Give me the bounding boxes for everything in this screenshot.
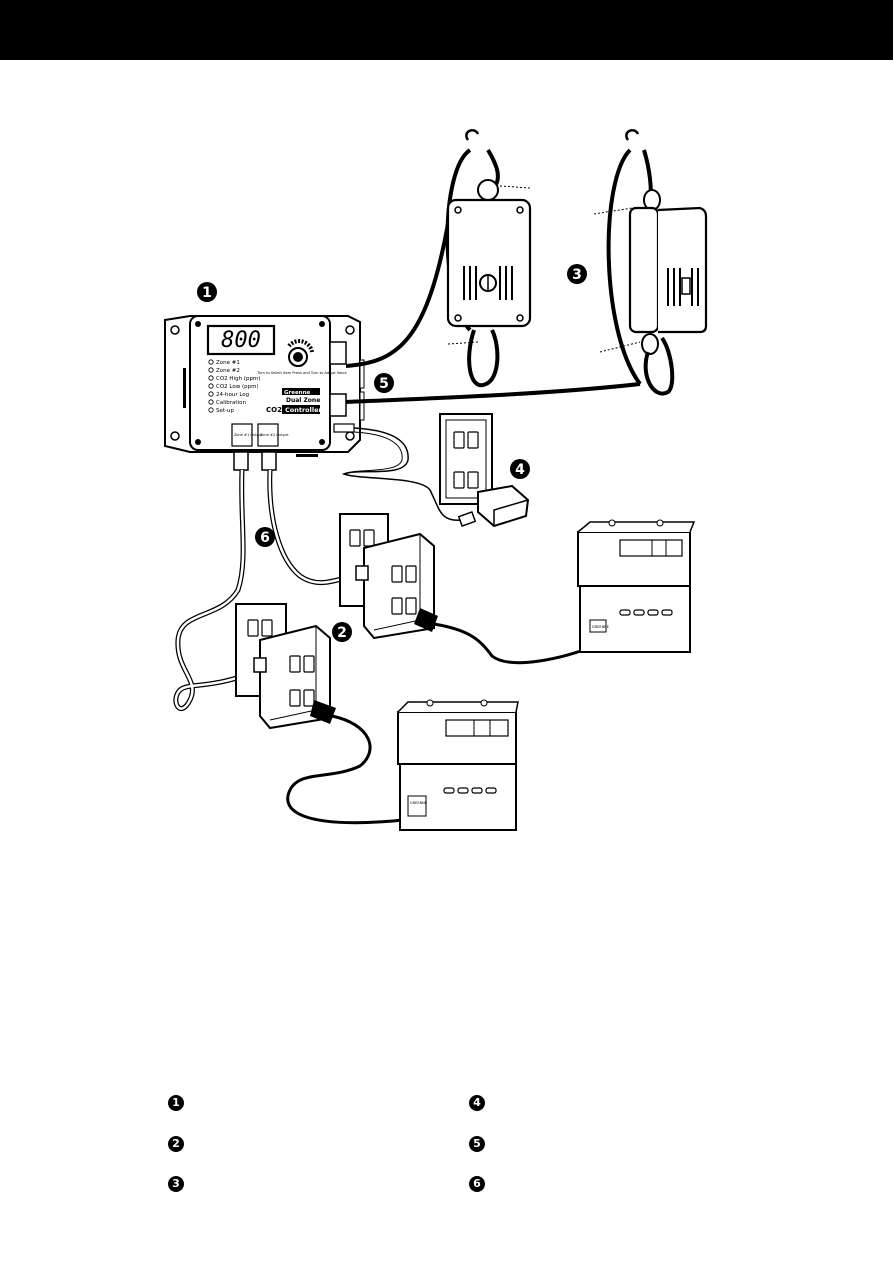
zone-1-output-label: Zone #1 Output <box>234 433 263 437</box>
co2-sensor-side <box>593 129 708 396</box>
legend-number-2: 2 <box>168 1136 184 1152</box>
callout-3-label: 3 <box>572 267 582 283</box>
adjust-knob-icon <box>287 339 314 367</box>
menu-list: Zone #1 Zone #2 CO2 High (ppm) CO2 Low (… <box>208 359 260 414</box>
menu-item: CO2 Low (ppm) <box>216 384 259 390</box>
menu-item: Zone #2 <box>216 368 240 374</box>
legend-number-5: 5 <box>469 1136 485 1152</box>
callout-1-label: 1 <box>202 285 212 301</box>
co2-generator-upper: GREENNE <box>577 519 696 653</box>
legend-number-3: 3 <box>168 1176 184 1192</box>
callout-2-label: 2 <box>337 625 347 641</box>
power-adapter <box>341 413 530 528</box>
callout-2: 2 <box>332 622 352 642</box>
callout-6: 6 <box>255 527 275 547</box>
callout-1: 1 <box>197 282 217 302</box>
knob-hint: Turn to Select Item Press and Turn to Ad… <box>256 371 347 375</box>
callout-4-label: 4 <box>515 462 525 478</box>
relay-outlet-lower <box>235 603 405 825</box>
generator-label-upper: GREENNE <box>592 625 609 629</box>
header-band <box>0 0 893 60</box>
knob-hint-text: Turn to Select Item Press and Turn to Ad… <box>256 371 347 375</box>
menu-item: Zone #1 <box>216 360 240 366</box>
generator-label-lower: GREENNE <box>410 801 427 805</box>
product-line-2: CO2 <box>266 406 282 414</box>
legend-number-6: 6 <box>469 1176 485 1192</box>
brand-logo: Greenne <box>284 390 311 396</box>
menu-item: Calibration <box>216 400 246 406</box>
callout-5-label: 5 <box>379 376 389 392</box>
menu-item: 24-hour Log <box>216 392 249 398</box>
callout-6-label: 6 <box>260 530 270 546</box>
product-line-1: Dual Zone <box>286 397 320 404</box>
menu-item: CO2 High (ppm) <box>216 376 260 382</box>
controller-unit: 800 Turn to Select Item Press and Turn t… <box>164 315 365 471</box>
legend-number-4: 4 <box>469 1095 485 1111</box>
lcd-display: 800 <box>221 328 261 353</box>
relay-outlet-upper <box>339 513 601 665</box>
callout-3: 3 <box>567 264 587 284</box>
co2-sensor-front <box>445 129 532 388</box>
callout-5: 5 <box>374 373 394 393</box>
product-line-3: Controller <box>285 406 323 414</box>
co2-generator-lower: GREENNE <box>397 699 519 831</box>
callout-4: 4 <box>510 459 530 479</box>
zone-2-output-label: Zone #2 Output <box>260 433 289 437</box>
menu-item: Set-up <box>216 408 235 414</box>
legend-number-1: 1 <box>168 1095 184 1111</box>
